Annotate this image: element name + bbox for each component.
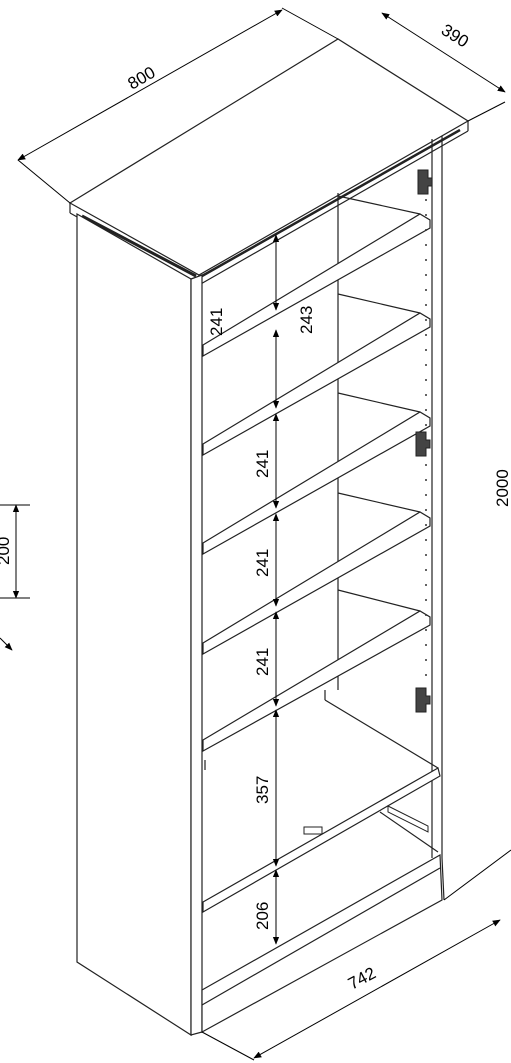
label-shelf-2: 241	[253, 450, 272, 478]
label-shelf-5: 357	[253, 776, 272, 804]
dim-line-depth	[381, 12, 506, 93]
drawer-rail-icon	[387, 805, 429, 833]
label-shelf-6: 206	[253, 902, 272, 930]
shelf-6	[202, 767, 441, 914]
dim-line-inner-width	[253, 919, 501, 1059]
label-inner-width: 742	[345, 963, 379, 993]
label-depth: 390	[438, 20, 472, 51]
dimension-lines	[0, 7, 511, 1061]
shelves	[202, 195, 441, 914]
shelf-3	[202, 411, 431, 556]
left-side-panel	[76, 212, 192, 1037]
label-shelf-1: 241	[207, 308, 226, 336]
shelf-2	[202, 312, 431, 457]
label-height: 2000	[493, 469, 511, 507]
connector-icon	[303, 826, 323, 835]
hardware	[303, 169, 433, 835]
label-shelf-4: 241	[253, 648, 272, 676]
hinge-icon-middle	[415, 431, 431, 457]
shelf-1	[202, 213, 431, 358]
front-edge-left	[190, 274, 203, 1036]
dim-line-width	[17, 9, 283, 161]
hole-row	[425, 199, 427, 676]
label-width: 800	[125, 63, 159, 94]
shelf-5	[202, 610, 431, 753]
shelf-4	[202, 511, 431, 656]
hinge-icon-top	[417, 169, 433, 195]
label-shelf-1b: 243	[297, 306, 316, 334]
hinge-icon-bottom	[415, 687, 431, 713]
label-left-partial: 200	[0, 537, 13, 565]
label-shelf-3: 241	[253, 549, 272, 577]
